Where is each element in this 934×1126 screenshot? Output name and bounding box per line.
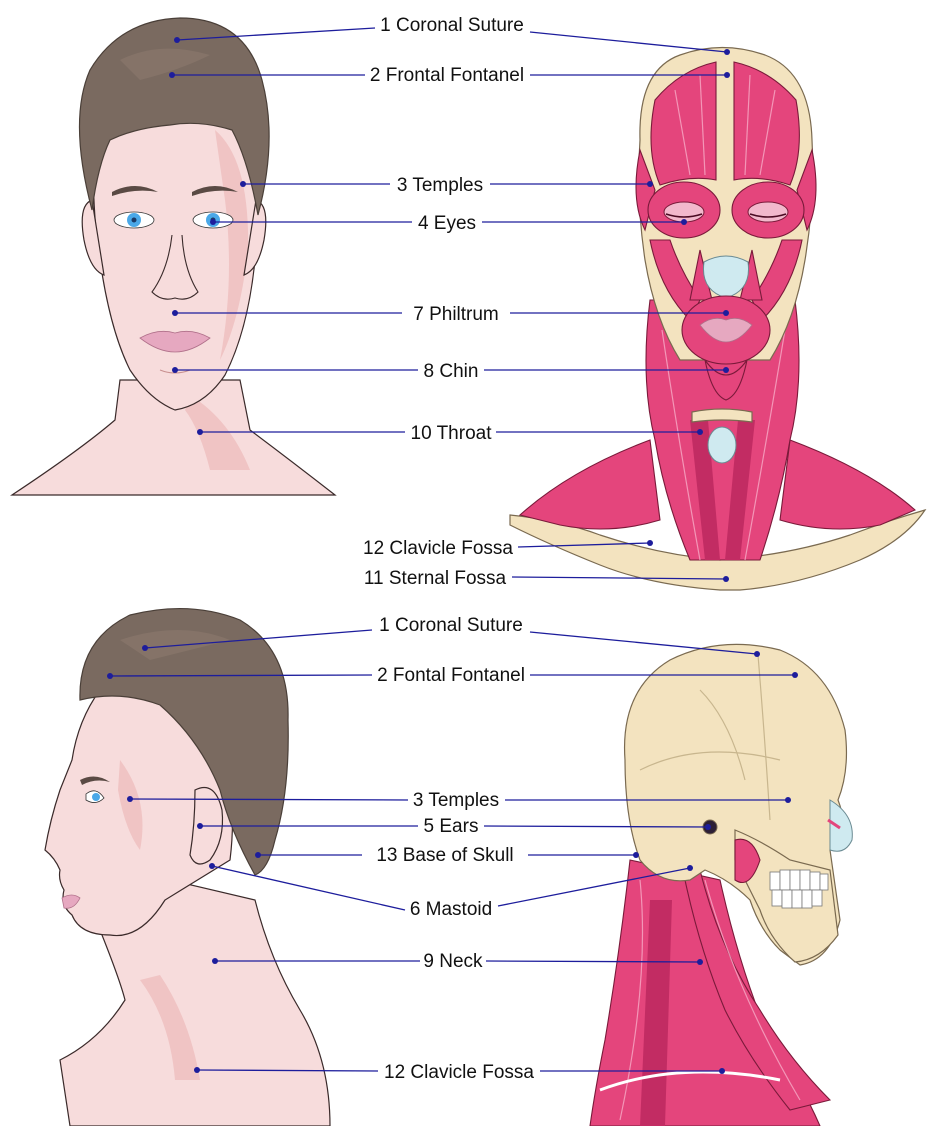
label-front-philtrum: 7 Philtrum [413,304,499,325]
label-front-eyes: 4 Eyes [418,213,476,234]
label-front-frontal-fontanel: 2 Frontal Fontanel [370,65,524,86]
teeth-group [770,870,828,908]
front-face-illustration [12,18,335,495]
label-front-clavicle-fossa: 12 Clavicle Fossa [363,538,513,559]
label-side-neck: 9 Neck [423,951,483,972]
label-side-coronal-suture: 1 Coronal Suture [379,615,523,636]
label-front-chin: 8 Chin [424,361,479,382]
side-face-illustration [45,609,330,1126]
front-skull-muscle-illustration [510,48,925,591]
side-labels: 1 Coronal Suture 2 Fontal Fontanel 3 Tem… [376,615,534,1083]
label-side-clavicle-fossa: 12 Clavicle Fossa [384,1062,534,1083]
front-labels: 1 Coronal Suture 2 Frontal Fontanel 3 Te… [363,15,524,589]
label-side-fontal-fontanel: 2 Fontal Fontanel [377,665,525,686]
label-front-throat: 10 Throat [411,423,493,444]
label-front-sternal-fossa: 11 Sternal Fossa [364,568,507,589]
label-side-mastoid: 6 Mastoid [410,899,492,920]
label-side-ears: 5 Ears [424,816,479,837]
side-skull-muscle-illustration [590,644,852,1126]
label-side-base-of-skull: 13 Base of Skull [376,845,513,866]
label-front-coronal-suture: 1 Coronal Suture [380,15,524,36]
label-front-temples: 3 Temples [397,175,483,196]
label-side-temples: 3 Temples [413,790,499,811]
